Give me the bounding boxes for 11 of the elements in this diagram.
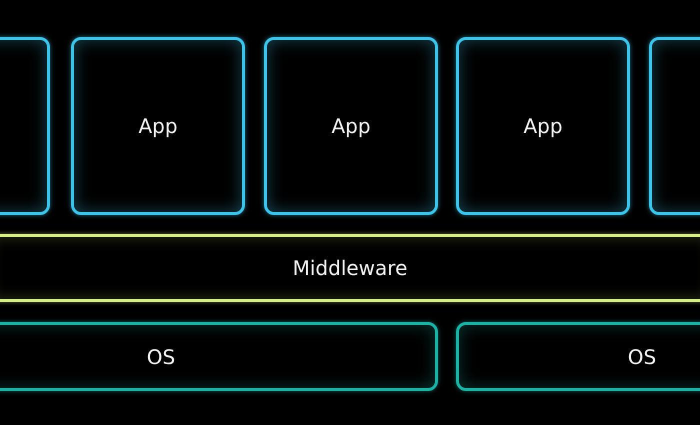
layer-label: App	[331, 114, 371, 138]
layer-label: App	[523, 114, 563, 138]
app-box	[264, 37, 438, 215]
app-box	[456, 37, 630, 215]
os-box	[0, 322, 438, 391]
layer-label: App	[138, 114, 178, 138]
app-box	[71, 37, 245, 215]
layer-label: OS	[146, 344, 176, 368]
layer-label: Middleware	[292, 256, 408, 280]
layer-label: OS	[628, 344, 656, 368]
middleware-band	[0, 234, 700, 302]
